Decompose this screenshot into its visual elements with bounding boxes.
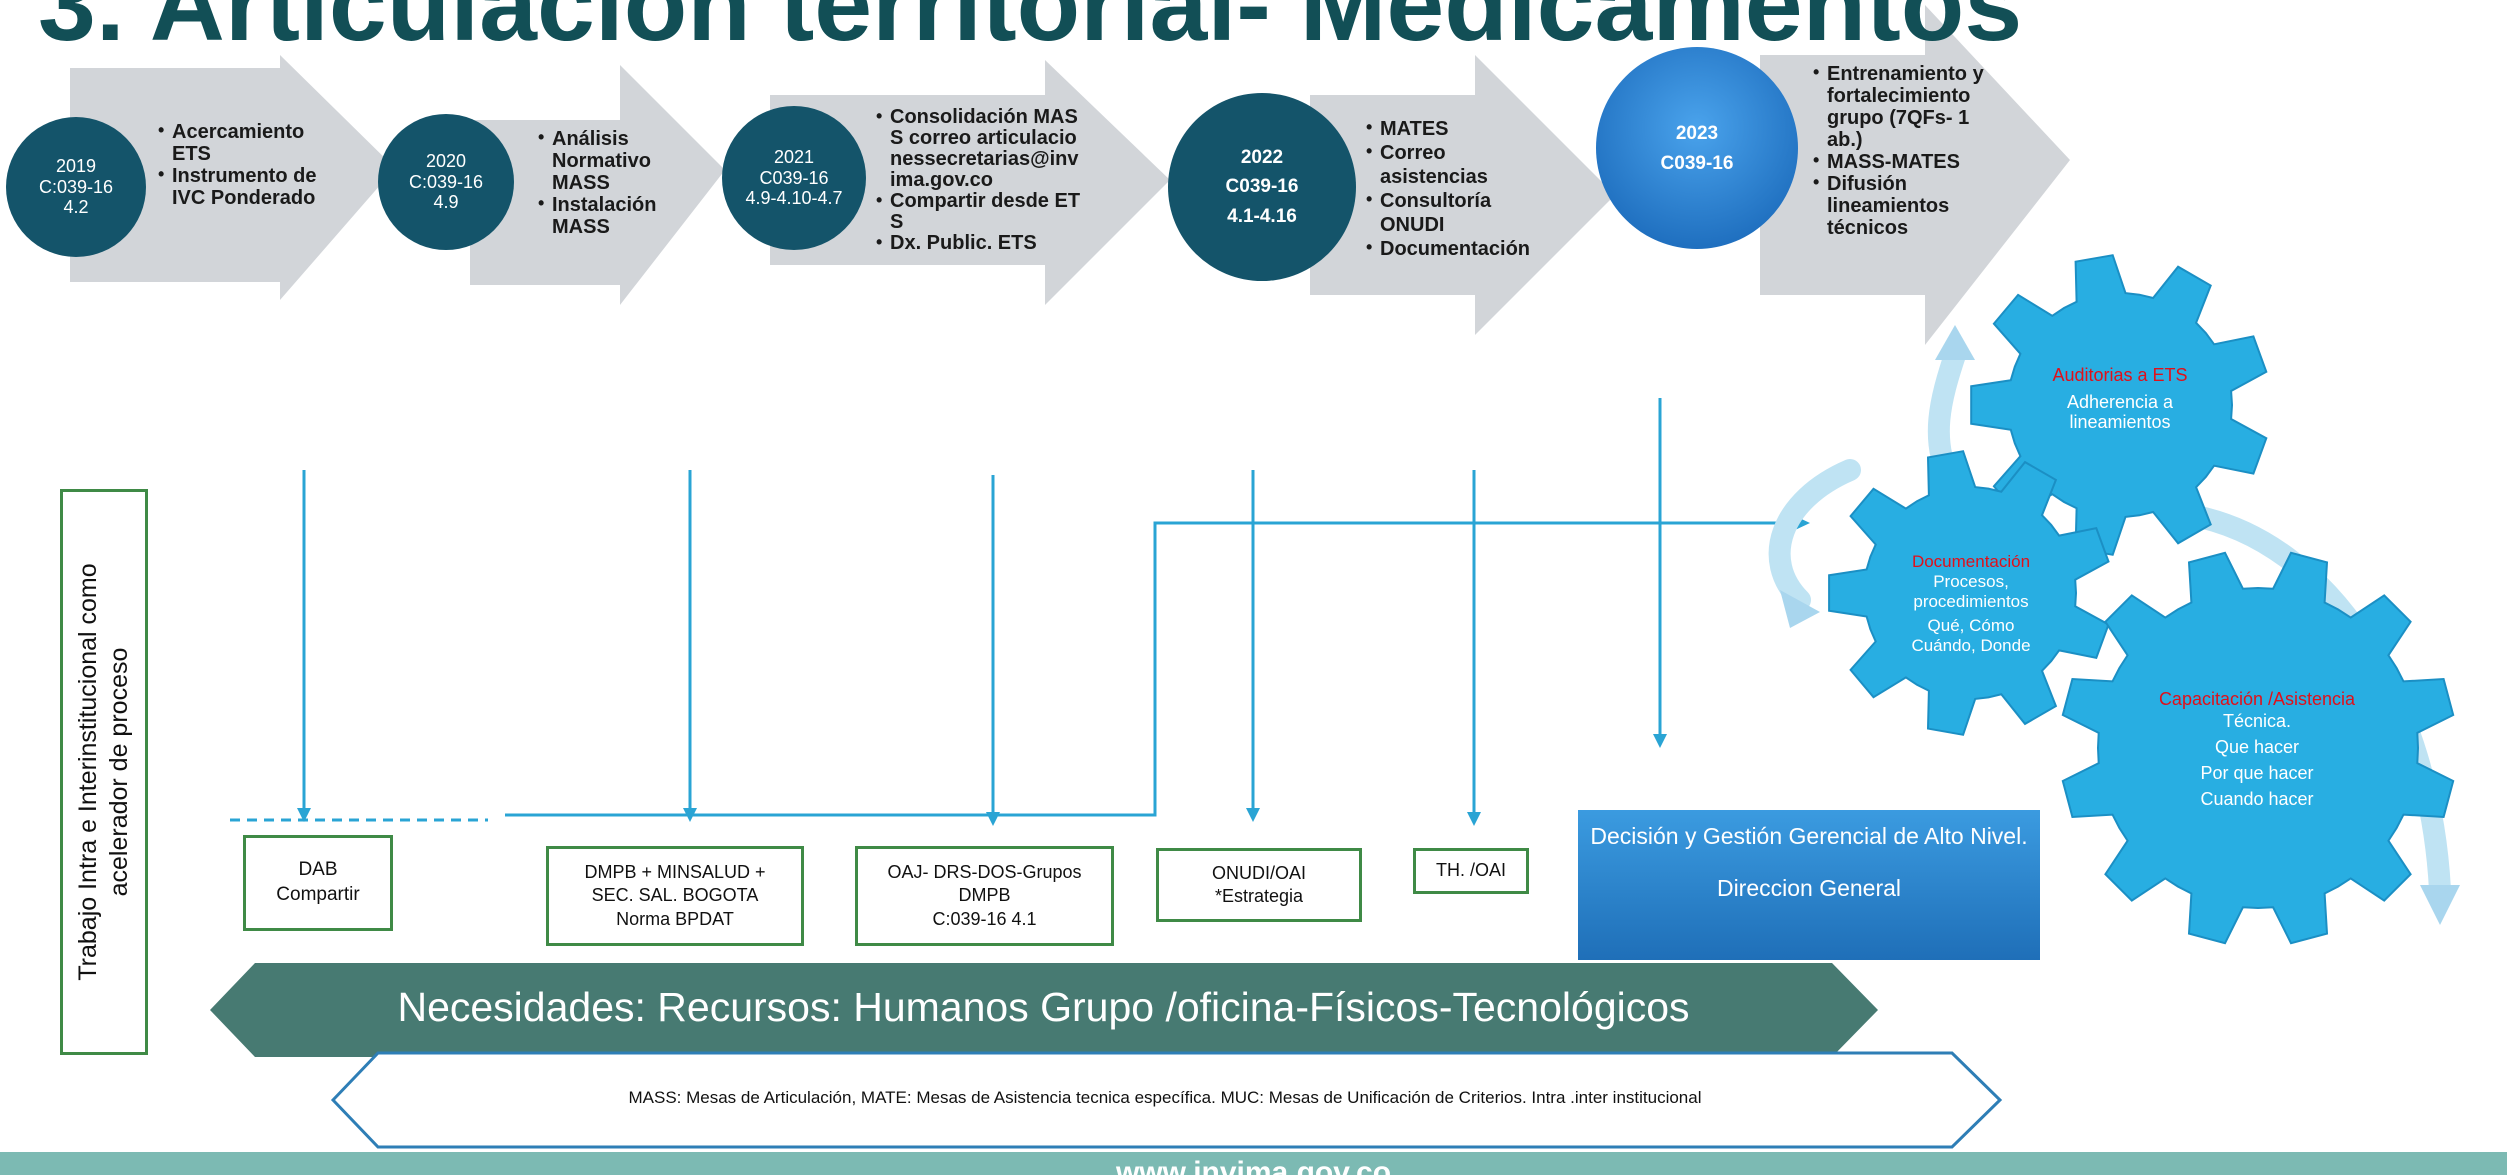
gear-line: Adherencia a <box>2066 391 2174 412</box>
list-item: Instalación MASS <box>538 194 678 238</box>
gear-line: Procesos, <box>1933 572 2009 592</box>
circle-2023: 2023 C039-16 <box>1596 47 1798 249</box>
gear-line: lineamientos <box>2069 412 2171 433</box>
side-label-box: Trabajo Intra e Interinstitucional como … <box>60 489 148 1055</box>
circle-year: 2021 <box>773 146 815 167</box>
timeline-list-2019: Acercamiento ETS Instrumento de IVC Pond… <box>158 121 328 209</box>
decision-title: Decisión y Gestión Gerencial de Alto Niv… <box>1590 823 2028 849</box>
circle-2021-bg <box>722 106 866 250</box>
connector-arrowheads <box>297 516 1810 826</box>
stakeholder-box-dmpb: DMPB + MINSALUD + SEC. SAL. BOGOTA Norma… <box>546 846 804 946</box>
timeline-list-2020: Análisis Normativo MASS Instalación MASS <box>538 128 678 238</box>
circle-2022: 2022 C039-16 4.1-4.16 <box>1168 93 1356 281</box>
list-item: Análisis Normativo MASS <box>538 128 678 194</box>
circle-2020: 2020 C:039-16 4.9 <box>378 114 514 250</box>
circle-2020-bg <box>378 114 514 250</box>
stakeholder-box-oaj: OAJ- DRS-DOS-Grupos DMPB C:039-16 4.1 <box>855 846 1114 946</box>
box-line: OAJ- DRS-DOS-Grupos <box>887 861 1082 882</box>
connector-lines <box>230 398 1795 822</box>
timeline-list-2023: Entrenamiento y fortalecimiento grupo (7… <box>1813 63 1988 239</box>
list-item: Correo asistencias <box>1366 141 1546 189</box>
gear-line: Por que hacer <box>2200 763 2314 784</box>
list-item: Compartir desde ETS <box>876 191 1081 233</box>
circle-code: C039-16 <box>1660 153 1734 175</box>
gear-title: Capacitación /Asistencia <box>2158 689 2356 709</box>
needs-arrow-shape <box>210 963 1878 1057</box>
gear-line: Qué, Cómo <box>1927 616 2015 636</box>
circle-code: C039-16 <box>1225 176 1299 198</box>
list-item: Instrumento de IVC Ponderado <box>158 165 328 209</box>
circle-item: 4.9-4.10-4.7 <box>745 188 843 209</box>
box-line: DMPB <box>958 885 1011 906</box>
gear-line: Técnica. <box>2222 711 2292 731</box>
box-line: Compartir <box>276 884 360 905</box>
list-item: Difusión lineamientos técnicos <box>1813 173 1988 239</box>
box-line: TH. /OAI <box>1435 860 1506 881</box>
legend-arrow-shape <box>330 1051 2003 1149</box>
list-item: Dx. Public. ETS <box>876 233 1081 254</box>
stakeholder-box-onudi: ONUDI/OAI *Estrategia <box>1156 848 1362 922</box>
footer-band <box>0 1152 2507 1175</box>
circle-code: C:039-16 <box>38 176 114 197</box>
circle-code: C:039-16 <box>408 171 484 192</box>
cycle-arrowheads <box>1780 325 2460 925</box>
timeline-list-2022: MATES Correo asistencias Consultoría ONU… <box>1366 117 1546 261</box>
box-line: Norma BPDAT <box>616 908 734 929</box>
circle-year: 2019 <box>55 155 97 176</box>
stakeholder-box-dab: DAB Compartir <box>243 835 393 931</box>
gear-capacitacion: Capacitación /Asistencia Técnica. Que ha… <box>2125 690 2389 812</box>
list-item: Consolidación MASS correo articulaciones… <box>876 107 1081 191</box>
gear-auditorias: Auditorias a ETS Adherencia a lineamient… <box>2020 365 2220 433</box>
circle-2021: 2021 C039-16 4.9-4.10-4.7 <box>730 106 858 250</box>
gear-title: Documentación <box>1911 552 2031 571</box>
circle-item: 4.9 <box>433 192 459 213</box>
list-item: Entrenamiento y fortalecimiento grupo (7… <box>1813 63 1988 151</box>
circle-year: 2022 <box>1240 146 1284 168</box>
list-item: Acercamiento ETS <box>158 121 328 165</box>
box-line: ONUDI/OAI <box>1211 862 1306 883</box>
legend-arrow-label: MASS: Mesas de Articulación, MATE: Mesas… <box>628 1088 1702 1107</box>
side-label: Trabajo Intra e Interinstitucional como … <box>73 563 133 981</box>
timeline-list-2021: Consolidación MASS correo articulaciones… <box>876 107 1081 254</box>
circle-year: 2020 <box>425 150 467 171</box>
box-line: *Estrategia <box>1214 886 1304 906</box>
box-line: SEC. SAL. BOGOTA <box>591 885 759 906</box>
list-item: MATES <box>1366 117 1546 141</box>
gear-line: Que hacer <box>2214 737 2300 758</box>
circle-item: 4.2 <box>63 197 89 218</box>
gear-line: Cuando hacer <box>2200 789 2314 810</box>
box-line: DMPB + MINSALUD + <box>584 861 766 882</box>
gear-line: Cuándo, Donde <box>1911 636 2031 656</box>
decision-subtitle: Direccion General <box>1716 875 1902 902</box>
decision-box-bg <box>1578 810 2040 960</box>
footer-url: www.invima.gov.co <box>1115 1158 1392 1175</box>
list-item: Documentación <box>1366 237 1546 261</box>
gear-line: procedimientos <box>1913 592 2029 612</box>
stakeholder-box-th: TH. /OAI <box>1413 848 1529 894</box>
box-line: C:039-16 4.1 <box>932 908 1037 929</box>
circle-2019: 2019 C:039-16 4.2 <box>6 117 146 257</box>
gear-title: Auditorias a ETS <box>2052 365 2188 385</box>
list-item: Consultoría ONUDI <box>1366 189 1546 237</box>
circle-code: C039-16 <box>759 167 829 188</box>
circle-2019-bg <box>6 117 146 257</box>
list-item: MASS-MATES <box>1813 151 1988 173</box>
page-title: 3. Articulación territorial- Medicamento… <box>38 0 2023 63</box>
circle-item: 4.1-4.16 <box>1227 205 1297 227</box>
gear-shapes <box>1828 254 2455 945</box>
decision-box: Decisión y Gestión Gerencial de Alto Niv… <box>1588 820 2030 904</box>
box-line: DAB <box>298 859 338 881</box>
needs-arrow-label: Necesidades: Recursos: Humanos Grupo /of… <box>397 984 1690 1030</box>
circle-2023-bg <box>1596 47 1798 249</box>
circle-year: 2023 <box>1675 123 1719 144</box>
gear-documentacion: Documentación Procesos, procedimientos Q… <box>1876 552 2066 656</box>
circle-2022-bg <box>1168 93 1356 281</box>
